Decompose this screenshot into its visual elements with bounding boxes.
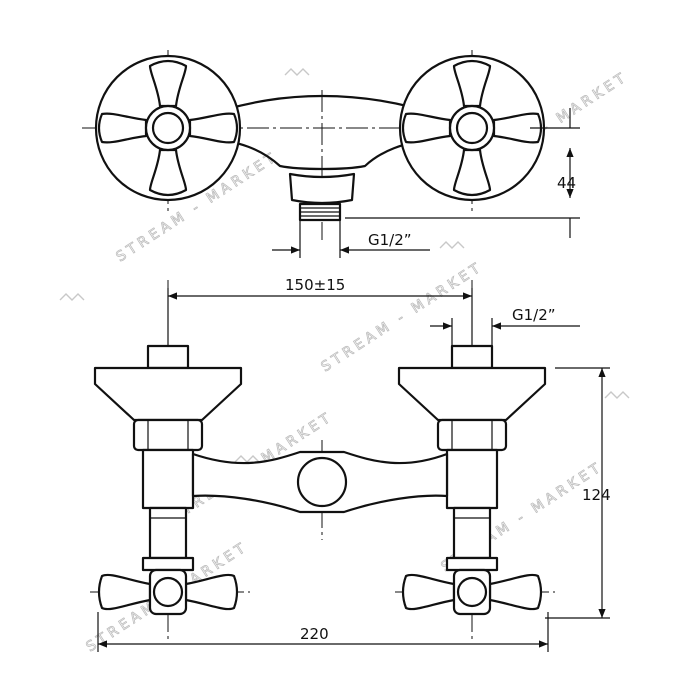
- watermark-wave-icon: [284, 68, 310, 76]
- eccentric-cone-left: [93, 366, 243, 422]
- inlet-thread-left: [146, 344, 190, 370]
- cross-handle-right-front: [401, 568, 543, 616]
- dimension-height-top: 44: [557, 174, 576, 192]
- top-view: 44 G1/2”: [82, 50, 580, 258]
- cross-handle-right-top: [401, 59, 543, 197]
- watermark-wave-icon: [604, 391, 630, 399]
- watermark-wave-icon: [439, 241, 465, 249]
- inlet-thread-right: [450, 344, 494, 370]
- dimension-thread-front: G1/2”: [512, 306, 556, 324]
- dimension-centre-distance: 150±15: [285, 276, 345, 294]
- dimension-height-front: 124: [582, 486, 611, 504]
- mixer-body-top-view: [196, 94, 444, 171]
- eccentric-cone-right: [397, 366, 547, 422]
- outlet-port-front: [296, 456, 348, 508]
- hex-nut-left: [132, 418, 204, 452]
- valve-body-left: [141, 448, 195, 510]
- front-view: 150±15 G1/2” 124 220: [90, 276, 611, 652]
- cross-handle-left-front: [97, 568, 239, 616]
- valve-stem-right: [452, 506, 492, 560]
- cross-handle-left-top: [97, 59, 239, 197]
- valve-stem-left: [148, 506, 188, 560]
- dimension-overall-width: 220: [300, 625, 329, 643]
- hex-nut-right: [436, 418, 508, 452]
- watermark-wave-icon: [59, 293, 85, 301]
- valve-body-right: [445, 448, 499, 510]
- dimension-thread-top: G1/2”: [368, 231, 412, 249]
- outlet-nozzle-top: [288, 172, 356, 205]
